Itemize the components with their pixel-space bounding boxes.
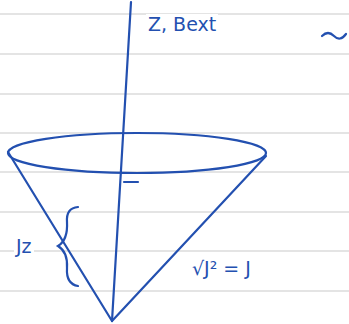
annotation-label: √J² = J bbox=[190, 258, 253, 279]
annotation-label: Z, Bext bbox=[146, 14, 218, 35]
cone-side bbox=[8, 152, 112, 321]
cone bbox=[8, 2, 346, 321]
cone-side bbox=[112, 156, 266, 321]
cone-rim bbox=[8, 133, 266, 173]
annotation-label: Jz bbox=[14, 236, 34, 257]
pen-mark bbox=[322, 33, 346, 39]
brace bbox=[58, 207, 78, 286]
ruled-lines bbox=[0, 14, 349, 291]
z-axis bbox=[112, 2, 131, 321]
height-tick bbox=[124, 181, 138, 183]
